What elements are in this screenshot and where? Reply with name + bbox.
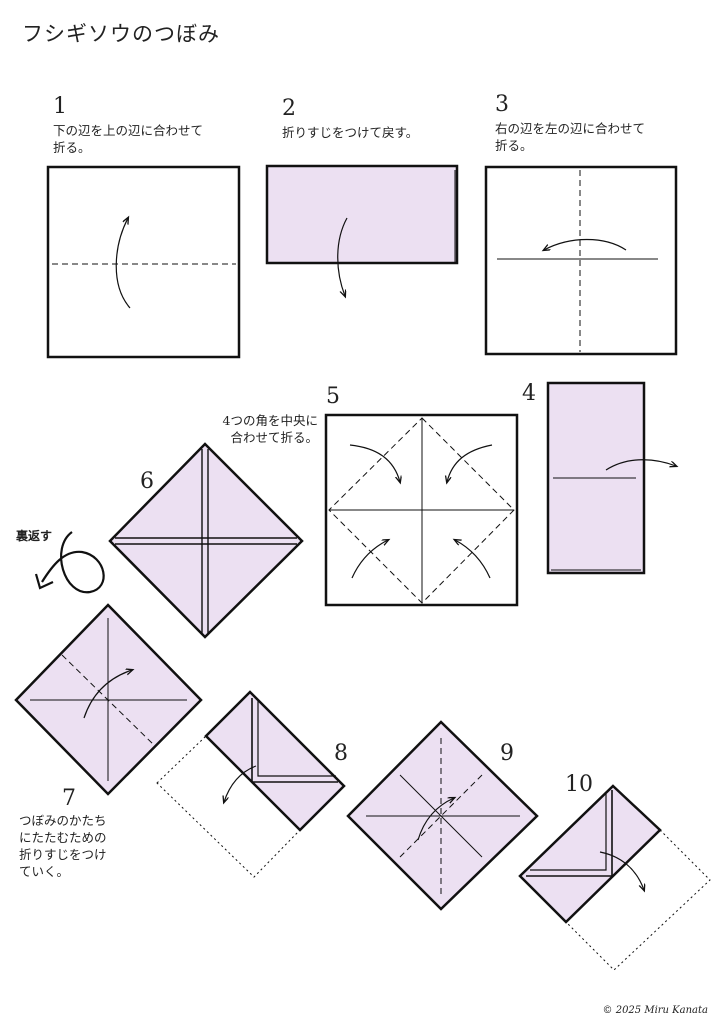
step-9-diagram <box>346 720 539 911</box>
flip-over-arrow <box>34 531 105 594</box>
step-number-7: 7 <box>62 786 76 811</box>
flip-over-label: 裏返す <box>16 529 53 543</box>
step-1-caption: 下の辺を上の辺に合わせて 折る。 <box>53 123 204 155</box>
step-number-10: 10 <box>565 772 593 797</box>
step-10-diagram <box>518 784 711 971</box>
step-1-diagram <box>46 165 241 359</box>
unfold-arrow <box>605 459 676 471</box>
page-title: フシギソウのつぼみ <box>22 22 220 46</box>
step-8-diagram <box>156 690 346 878</box>
step-number-2: 2 <box>282 96 296 121</box>
step-6-diagram <box>108 442 304 639</box>
step-4-diagram <box>546 381 676 575</box>
step-3-caption: 右の辺を左の辺に合わせて 折る。 <box>495 121 646 153</box>
step-number-1: 1 <box>53 94 67 119</box>
step-number-8: 8 <box>334 741 348 766</box>
step-2-diagram <box>265 164 459 296</box>
step-number-9: 9 <box>500 741 514 766</box>
step-number-6: 6 <box>140 469 154 494</box>
copyright: © 2025 Miru Kanata <box>602 1005 708 1016</box>
step-5-caption: 4つの角を中央に 合わせて折る。 <box>222 413 318 445</box>
step-5-diagram <box>324 413 519 607</box>
step-number-3: 3 <box>495 92 509 117</box>
unfold-arrow <box>337 217 348 296</box>
step-7-caption: つぼみのかたち にたたむための 折りすじをつけ ていく。 <box>19 813 107 879</box>
step-number-4: 4 <box>522 381 536 406</box>
step-2-caption: 折りすじをつけて戻す。 <box>282 125 419 140</box>
fold-arrow <box>115 218 131 309</box>
step-7-diagram <box>14 603 203 796</box>
step-3-diagram <box>484 165 678 356</box>
step-number-5: 5 <box>326 384 340 409</box>
fold-arrow <box>544 238 627 251</box>
